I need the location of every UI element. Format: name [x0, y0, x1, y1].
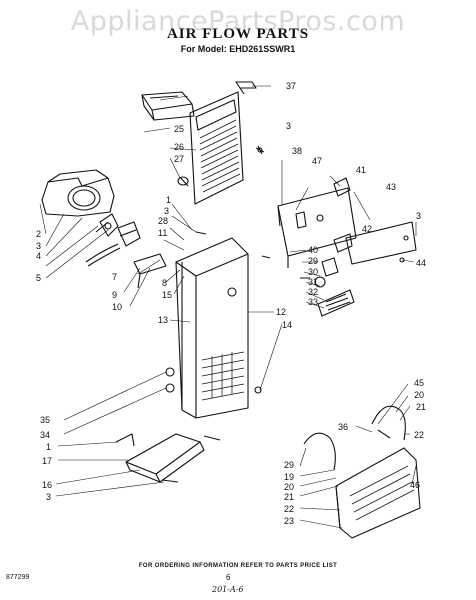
callout-33: 33 [308, 297, 318, 307]
part-tray-17 [115, 433, 205, 483]
part-wire-harness-right [371, 405, 406, 441]
callout-32: 32 [308, 287, 318, 297]
part-bracket-42 [333, 233, 353, 253]
callout-15: 15 [162, 290, 172, 300]
callout-47: 47 [312, 156, 322, 166]
page-number: 6 [226, 573, 231, 582]
callout-43: 43 [386, 182, 396, 192]
part-motor [85, 221, 141, 267]
callout-1-mid: 1 [166, 195, 171, 205]
callout-9: 9 [112, 290, 117, 300]
callout-8: 8 [162, 278, 167, 288]
callout-19: 19 [284, 472, 294, 482]
callout-22-bottom: 22 [284, 504, 294, 514]
part-fan-shroud [41, 169, 115, 217]
callout-37: 37 [286, 81, 296, 91]
part-clip-37 [235, 81, 257, 95]
callout-36: 36 [338, 422, 348, 432]
callout-45: 45 [414, 378, 424, 388]
callout-10: 10 [112, 302, 122, 312]
part-wire-harness-left [303, 432, 336, 471]
part-screws-misc [195, 231, 409, 441]
part-vent-33 [317, 289, 355, 317]
part-27 [177, 176, 189, 187]
part-screw-16 [161, 479, 179, 483]
part-duct-housing-13 [175, 237, 249, 419]
handwritten-note: 201-A-6 [212, 585, 244, 594]
callout-5: 5 [36, 273, 41, 283]
callout-3-mid: 3 [164, 206, 169, 216]
callout-4: 4 [36, 251, 41, 261]
callout-40: 40 [308, 245, 318, 255]
callout-27: 27 [174, 154, 184, 164]
part-cover-25 [141, 91, 195, 121]
part-grommet-34 [165, 383, 175, 393]
callout-31: 31 [308, 277, 318, 287]
callout-12: 12 [276, 307, 286, 317]
callout-2: 2 [36, 229, 41, 239]
callout-26: 26 [174, 142, 184, 152]
ordering-info-footer: FOR ORDERING INFORMATION REFER TO PARTS … [138, 563, 338, 569]
callout-34: 34 [40, 430, 50, 440]
callout-35: 35 [40, 415, 50, 425]
callout-42: 42 [362, 224, 372, 234]
document-number: 877299 [6, 574, 30, 581]
callout-21-bottom: 21 [284, 492, 294, 502]
callout-3-bottom: 3 [46, 492, 51, 502]
callout-41: 41 [356, 165, 366, 175]
callout-28: 28 [158, 216, 168, 226]
part-switch-47 [333, 177, 351, 197]
callout-20-right: 20 [414, 390, 424, 400]
callout-16: 16 [42, 480, 52, 490]
part-bin-23 [335, 447, 421, 539]
part-screw-3-top [255, 145, 265, 155]
callout-13: 13 [158, 315, 168, 325]
watermark: AppliancePartsPros.com [70, 6, 406, 37]
callout-23: 23 [284, 516, 294, 526]
callout-1-bottom: 1 [46, 442, 51, 452]
part-motor-bracket [133, 253, 167, 289]
part-cover-plate-43 [345, 221, 417, 265]
callout-3-top: 3 [286, 121, 291, 131]
part-fan-blade [95, 213, 119, 237]
callout-29-bottom: 29 [284, 460, 294, 470]
callout-17: 17 [42, 456, 52, 466]
model-line: For Model: EHD261SSWR1 [180, 44, 296, 54]
part-control-box [277, 187, 357, 268]
callout-14: 14 [282, 320, 292, 330]
callout-38: 38 [292, 146, 302, 156]
callout-46: 46 [410, 480, 420, 490]
callout-21-right: 21 [416, 402, 426, 412]
callout-labels: 37 25 26 27 3 38 47 41 43 1 3 28 11 3 42… [36, 81, 426, 526]
callout-3-left: 3 [36, 241, 41, 251]
callout-3-right: 3 [416, 211, 421, 221]
callout-20-bottom: 20 [284, 482, 294, 492]
callout-30: 30 [308, 267, 318, 277]
page-title: AIR FLOW PARTS [166, 26, 310, 42]
callout-11: 11 [158, 228, 167, 238]
part-lamp-socket [314, 257, 339, 288]
callout-22-right: 22 [414, 430, 424, 440]
callout-29-top: 29 [308, 256, 318, 266]
callout-25: 25 [174, 124, 184, 134]
callout-44: 44 [416, 258, 426, 268]
part-fastener-14 [254, 386, 262, 394]
part-grille-26 [189, 91, 244, 205]
part-grommet-35 [165, 367, 175, 377]
callout-7: 7 [112, 272, 117, 282]
